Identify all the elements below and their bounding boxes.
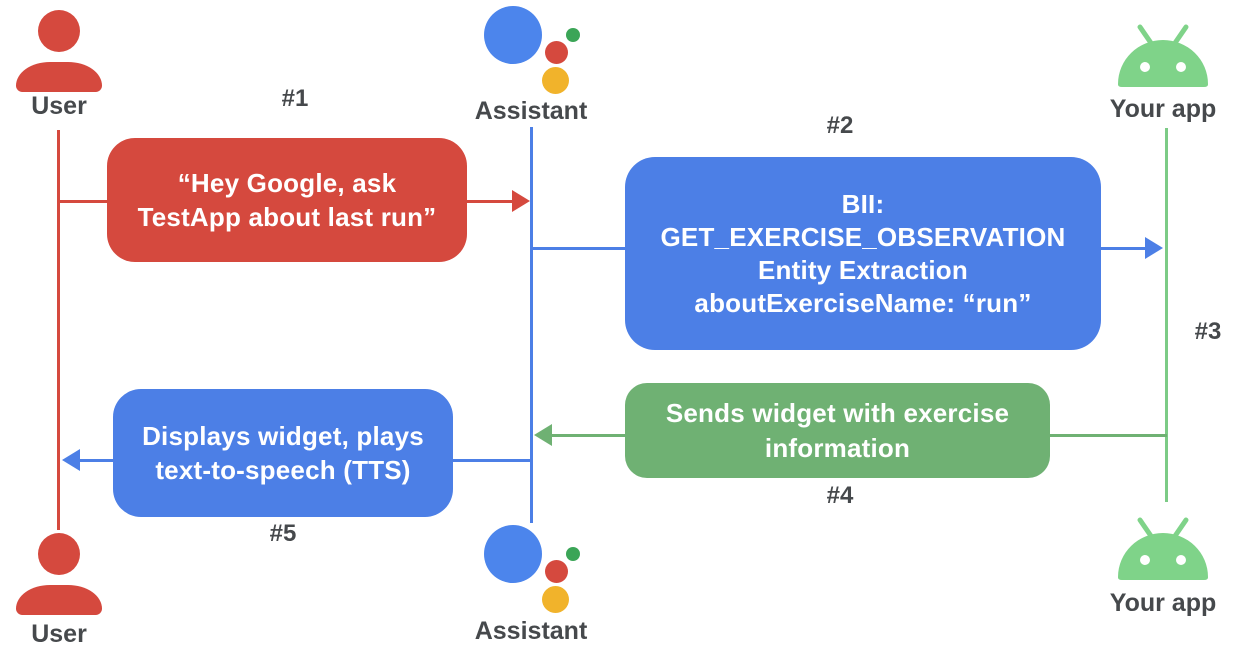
user-bottom-label: User — [31, 620, 87, 648]
android-icon-bottom — [1118, 517, 1208, 580]
assistant-logo-icon — [484, 6, 584, 98]
assistant-logo-red-circle — [545, 41, 568, 64]
user-lifeline — [57, 130, 60, 530]
assistant-logo-icon-bottom — [484, 525, 584, 617]
message4-arrowhead-icon — [534, 424, 552, 446]
message1-text: “Hey Google, ask TestApp about last run” — [137, 168, 437, 232]
user-icon-bottom — [16, 533, 102, 615]
message1-arrowhead-icon — [512, 190, 530, 212]
assistant-logo-blue-circle — [484, 525, 542, 583]
message2-arrowhead-icon — [1145, 237, 1163, 259]
message5-arrowhead-icon — [62, 449, 80, 471]
assistant-top-label: Assistant — [474, 97, 588, 125]
android-icon — [1118, 24, 1208, 87]
message5-box: Displays widget, plays text-to-speech (T… — [113, 389, 453, 517]
assistant-bottom-label: Assistant — [474, 617, 588, 645]
assistant-logo-green-dot — [566, 28, 580, 42]
message1-box: “Hey Google, ask TestApp about last run” — [107, 138, 467, 262]
message4-text: Sends widget with exercise information — [665, 397, 1010, 463]
user-top-label: User — [31, 92, 87, 120]
assistant-logo-yellow-circle — [542, 586, 569, 613]
step5-label: #5 — [269, 520, 297, 547]
app-bottom-label: Your app — [1109, 589, 1217, 617]
message2-text: BII: GET_EXERCISE_OBSERVATION Entity Ext… — [660, 188, 1066, 318]
step3-label: #3 — [1194, 318, 1222, 345]
assistant-logo-yellow-circle — [542, 67, 569, 94]
user-icon-body — [16, 585, 102, 615]
assistant-lifeline — [530, 127, 533, 523]
step2-label: #2 — [826, 112, 854, 139]
user-icon-head — [38, 10, 80, 52]
step4-label: #4 — [826, 482, 854, 509]
message5-text: Displays widget, plays text-to-speech (T… — [142, 421, 424, 485]
user-icon — [16, 10, 102, 92]
app-top-label: Your app — [1109, 95, 1217, 123]
assistant-logo-red-circle — [545, 560, 568, 583]
assistant-logo-green-dot — [566, 547, 580, 561]
step1-label: #1 — [281, 85, 309, 112]
assistant-logo-blue-circle — [484, 6, 542, 64]
message4-box: Sends widget with exercise information — [625, 383, 1050, 478]
user-icon-head — [38, 533, 80, 575]
app-lifeline — [1165, 128, 1168, 502]
user-icon-body — [16, 62, 102, 92]
message2-box: BII: GET_EXERCISE_OBSERVATION Entity Ext… — [625, 157, 1101, 350]
